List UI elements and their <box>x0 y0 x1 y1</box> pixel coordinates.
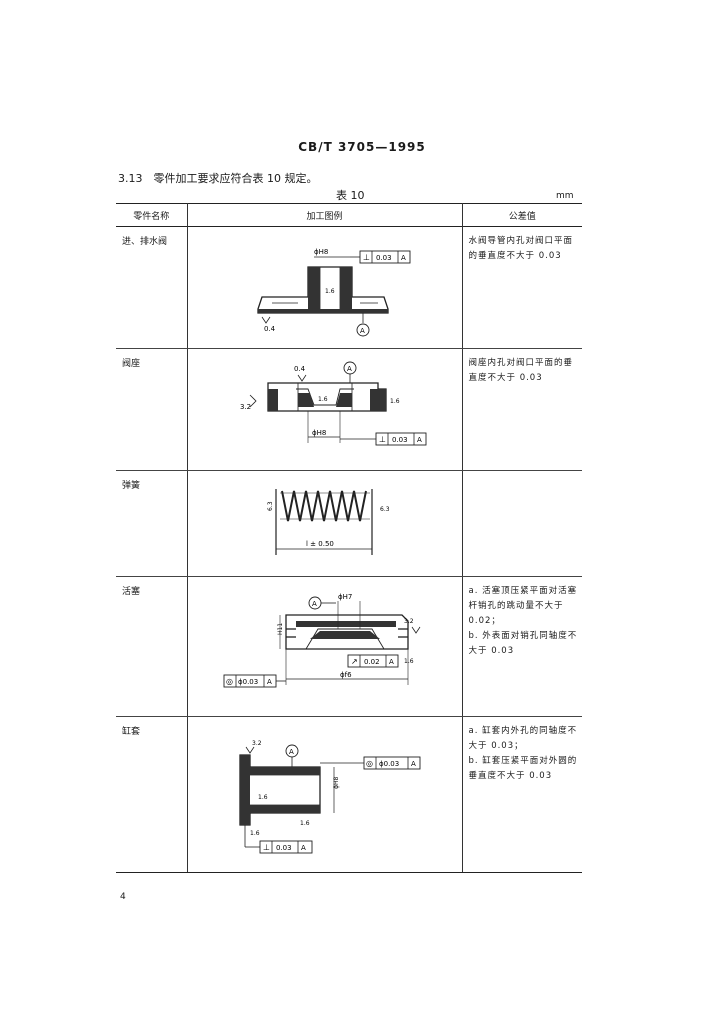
roughness-icon <box>261 316 270 324</box>
frame-value: ϕ0.03 <box>379 760 399 768</box>
roughness-label: 1.6 <box>300 820 310 827</box>
perpendicularity-icon: ⊥ <box>263 843 270 852</box>
table-header-row: 零件名称 加工图例 公差值 <box>116 203 582 227</box>
table-row: 弹簧 l ± 0.50 6.3 6.3 <box>116 470 582 577</box>
part-name: 活塞 <box>122 587 141 597</box>
datum-label: A <box>360 327 365 335</box>
frame-value: 0.03 <box>392 436 408 444</box>
table-row: 缸套 3.2 A <box>116 716 582 873</box>
part-name: 弹簧 <box>122 481 141 491</box>
coaxiality-icon: ◎ <box>366 759 373 768</box>
spring-drawing: l ± 0.50 6.3 6.3 <box>267 489 390 555</box>
frame-value: ϕ0.03 <box>238 678 258 686</box>
length-label: l ± 0.50 <box>306 540 334 548</box>
roughness-label: 3.2 <box>252 740 262 747</box>
roughness-label: 1.6 <box>250 830 260 837</box>
frame-value: 0.02 <box>364 658 380 666</box>
table-row: 活塞 A ϕH7 <box>116 576 582 717</box>
tolerance-line: 水阀导管内孔对阀口平面 <box>468 236 574 246</box>
coaxiality-icon: ◎ <box>226 677 233 686</box>
roughness-label: 1.6 <box>325 288 335 295</box>
cylinder-liner-drawing: 3.2 A ◎ ϕ0.03 A ϕH8 1.6 1.6 1.6 <box>238 740 420 854</box>
roughness-label: 6.3 <box>380 506 390 513</box>
tolerance-frame <box>259 840 312 854</box>
table-unit: mm <box>556 191 574 201</box>
part-name: 进、排水阀 <box>122 237 168 247</box>
tolerance-line: 直度不大于 0.03 <box>468 373 543 383</box>
coaxiality-frame <box>363 756 420 770</box>
machining-requirements-table: 零件名称 加工图例 公差值 进、排水阀 ϕH8 <box>116 203 582 873</box>
roughness-label: 0.4 <box>294 365 306 373</box>
table-row: 阀座 0.4 A <box>116 348 582 471</box>
clause-text: 3.13 零件加工要求应符合表 10 规定。 <box>118 172 318 185</box>
tolerance-frame <box>375 432 426 446</box>
dim-label: ϕH8 <box>312 429 326 437</box>
perpendicularity-icon: ⊥ <box>363 253 370 262</box>
frame-datum: A <box>301 844 306 852</box>
datum-label: A <box>347 365 352 373</box>
page-number: 4 <box>120 892 126 902</box>
frame-datum: A <box>411 760 416 768</box>
tolerance-line: a. 活塞顶压紧平面对活塞 <box>468 586 578 596</box>
dim-label: ϕH8 <box>333 777 340 789</box>
header-drawing: 加工图例 <box>186 203 463 227</box>
roughness-label: 1.6 <box>404 658 414 665</box>
dim-label: ϕH7 <box>338 593 352 601</box>
roughness-label: 3.2 <box>240 403 251 411</box>
datum-label: A <box>312 600 317 608</box>
part-name: 阀座 <box>122 359 141 369</box>
standard-number: CB/T 3705—1995 <box>298 140 426 154</box>
dim-label: ϕf6 <box>340 671 352 679</box>
table-caption: 表 10 <box>336 189 365 202</box>
runout-icon: ↗ <box>351 657 358 666</box>
frame-datum: A <box>417 436 422 444</box>
valve-drawing: ϕH8 ⊥ 0.03 A 1.6 0.4 A <box>256 248 410 337</box>
table-row: 进、排水阀 ϕH8 ⊥ <box>116 226 582 349</box>
header-part-name: 零件名称 <box>133 211 170 222</box>
piston-drawing: A ϕH7 3.2 H11 ↗ 0.02 A 1.6 ϕf6 <box>223 593 420 688</box>
frame-datum: A <box>267 678 272 686</box>
runout-frame <box>347 654 398 668</box>
roughness-label: 1.6 <box>390 398 400 405</box>
perpendicularity-icon: ⊥ <box>379 435 386 444</box>
roughness-label: 1.6 <box>318 396 328 403</box>
tolerance-frame <box>359 250 410 264</box>
datum-icon <box>356 323 369 337</box>
frame-value: 0.03 <box>276 844 292 852</box>
roughness-icon <box>245 746 254 754</box>
frame-datum: A <box>401 254 406 262</box>
header-tolerance: 公差值 <box>508 211 536 222</box>
part-name: 缸套 <box>122 727 141 737</box>
dim-label: ϕH8 <box>314 248 328 256</box>
roughness-label: 0.4 <box>264 325 276 333</box>
roughness-icon <box>297 374 306 382</box>
tolerance-line: 杆销孔的跳动量不大于 <box>468 601 564 611</box>
roughness-label: 1.6 <box>258 794 268 801</box>
tolerance-line: 垂直度不大于 0.03 <box>468 771 553 781</box>
tolerance-line: 大于 0.03 <box>468 646 515 656</box>
roughness-label: 3.2 <box>404 618 414 625</box>
tolerance-line: 大于 0.03； <box>468 741 524 751</box>
roughness-label: 6.3 <box>267 501 274 511</box>
tolerance-line: 0.02； <box>468 616 501 626</box>
tolerance-line: b. 缸套压紧平面对外圆的 <box>468 756 578 766</box>
tolerance-line: 阀座内孔对阀口平面的垂 <box>468 358 574 368</box>
datum-label: A <box>289 748 294 756</box>
tolerance-line: b. 外表面对销孔同轴度不 <box>468 631 578 641</box>
tolerance-line: 的垂直度不大于 0.03 <box>468 251 562 261</box>
tolerance-line: a. 缸套内外孔的同轴度不 <box>468 726 578 736</box>
height-label: H11 <box>277 623 284 635</box>
valve-seat-drawing: 0.4 A 3.2 1.6 1.6 ϕH8 ⊥ 0.03 A <box>240 361 426 446</box>
roughness-icon <box>411 626 420 634</box>
frame-value: 0.03 <box>376 254 392 262</box>
frame-datum: A <box>389 658 394 666</box>
